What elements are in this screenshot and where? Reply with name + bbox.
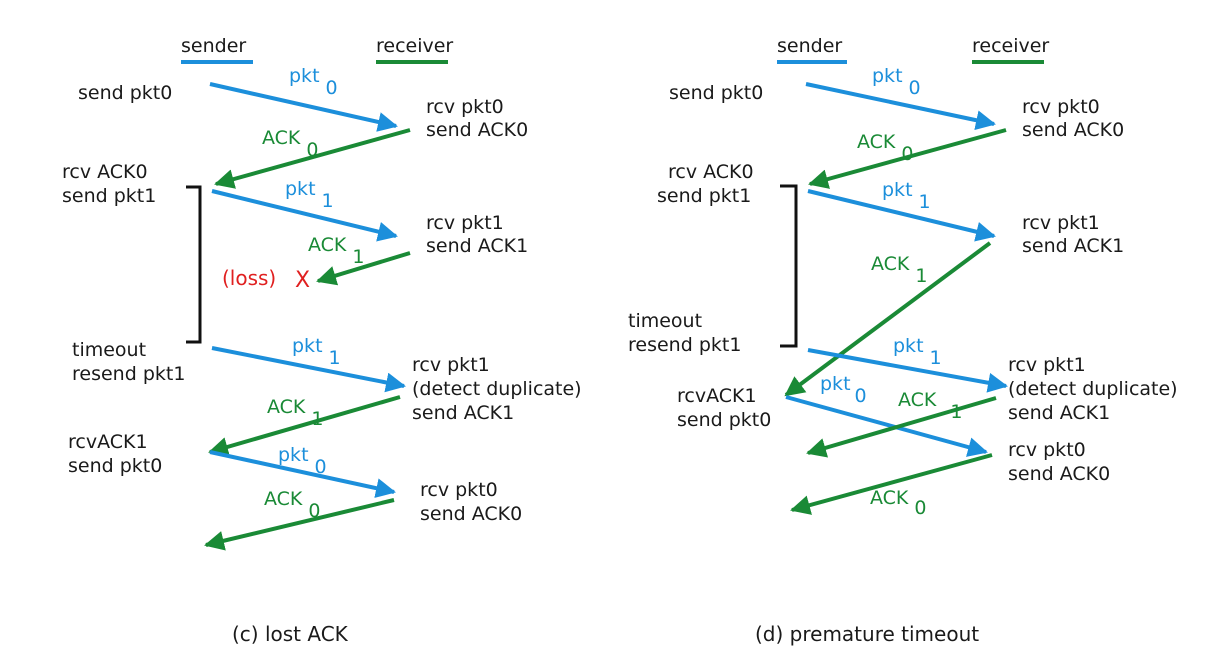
message-label: ACK0 (857, 131, 913, 165)
sender-label: send pkt1 (657, 185, 751, 207)
receiver-label: send ACK1 (1022, 235, 1124, 257)
ack1-arrow (784, 241, 992, 397)
receiver-label: rcv pkt0 (420, 479, 498, 501)
timeout-bracket (780, 184, 798, 348)
message-label: pkt1 (285, 178, 334, 212)
receiver-label: send ACK0 (420, 503, 522, 525)
ack0-arrow (790, 453, 993, 515)
receiver-label: rcv pkt1 (412, 354, 490, 376)
message-label: ACK0 (262, 127, 318, 161)
sender-label: timeout (72, 339, 146, 361)
sender-label: rcvACK1 (68, 431, 148, 453)
sender-label: rcvACK1 (677, 385, 757, 407)
sender-label: send pkt0 (669, 82, 763, 104)
ack0-arrow (214, 128, 411, 189)
pkt0-arrow (805, 82, 996, 131)
panel-caption: (d) premature timeout (755, 622, 979, 646)
sender-label: send pkt0 (677, 409, 771, 431)
message-label: ACK0 (264, 488, 320, 522)
pkt0-arrow (209, 450, 396, 498)
panel-lost-ack: sender receiver send pkt0 rcv ACK0 send … (62, 35, 582, 646)
panel-premature-timeout: sender receiver send pkt0 rcv ACK0 send … (628, 35, 1178, 646)
sender-label: timeout (628, 310, 702, 332)
receiver-label: send ACK1 (412, 402, 514, 424)
ack1-duplicate-arrow (806, 396, 997, 458)
message-label: ACK1 (871, 253, 927, 287)
message-label: ACK1 (267, 396, 323, 430)
pkt0-arrow (785, 395, 988, 457)
receiver-label: rcv pkt1 (1008, 354, 1086, 376)
receiver-label: send ACK1 (1008, 402, 1110, 424)
pkt1-arrow (807, 189, 996, 242)
receiver-label: (detect duplicate) (412, 378, 582, 400)
pkt0-arrow (209, 82, 398, 132)
sender-label: send pkt1 (62, 185, 156, 207)
receiver-label: send ACK1 (426, 235, 528, 257)
message-label: ACK1 (898, 389, 962, 423)
legend-receiver-label: receiver (972, 35, 1049, 57)
receiver-label: send ACK0 (426, 119, 528, 141)
sender-label: send pkt0 (68, 455, 162, 477)
receiver-label: rcv pkt1 (1022, 212, 1100, 234)
receiver-label: send ACK0 (1022, 119, 1124, 141)
receiver-label: send ACK0 (1008, 463, 1110, 485)
receiver-label: rcv pkt0 (426, 96, 504, 118)
sender-label: send pkt0 (78, 82, 172, 104)
legend-sender-label: sender (777, 35, 842, 57)
message-label: pkt0 (278, 444, 327, 478)
ack0-arrow (204, 498, 395, 551)
sender-label: rcv ACK0 (62, 161, 148, 183)
panel-caption: (c) lost ACK (232, 622, 349, 646)
loss-label: (loss) (222, 266, 276, 290)
message-label: pkt1 (292, 335, 341, 369)
legend-sender-label: sender (181, 35, 246, 57)
message-label: ACK1 (308, 234, 364, 268)
sender-label: rcv ACK0 (668, 161, 754, 183)
timeout-bracket (186, 185, 202, 344)
legend-receiver-label: receiver (376, 35, 453, 57)
message-label: pkt1 (882, 179, 931, 213)
pkt1-arrow (211, 189, 398, 242)
message-label: pkt0 (820, 373, 867, 407)
ack1-arrow (208, 395, 401, 457)
message-label: pkt1 (893, 335, 942, 369)
loss-x-mark: X (295, 268, 310, 293)
receiver-label: (detect duplicate) (1008, 378, 1178, 400)
ack0-arrow (808, 128, 1007, 189)
receiver-label: rcv pkt1 (426, 212, 504, 234)
sender-label: resend pkt1 (628, 334, 741, 356)
ack1-lost-arrow (316, 251, 411, 286)
message-label: pkt0 (872, 65, 921, 99)
receiver-label: rcv pkt0 (1008, 439, 1086, 461)
pkt1-resend-arrow (211, 346, 406, 393)
sender-label: resend pkt1 (72, 363, 185, 385)
message-label: pkt0 (289, 65, 338, 99)
receiver-label: rcv pkt0 (1022, 96, 1100, 118)
pkt1-resend-arrow (807, 348, 1008, 393)
